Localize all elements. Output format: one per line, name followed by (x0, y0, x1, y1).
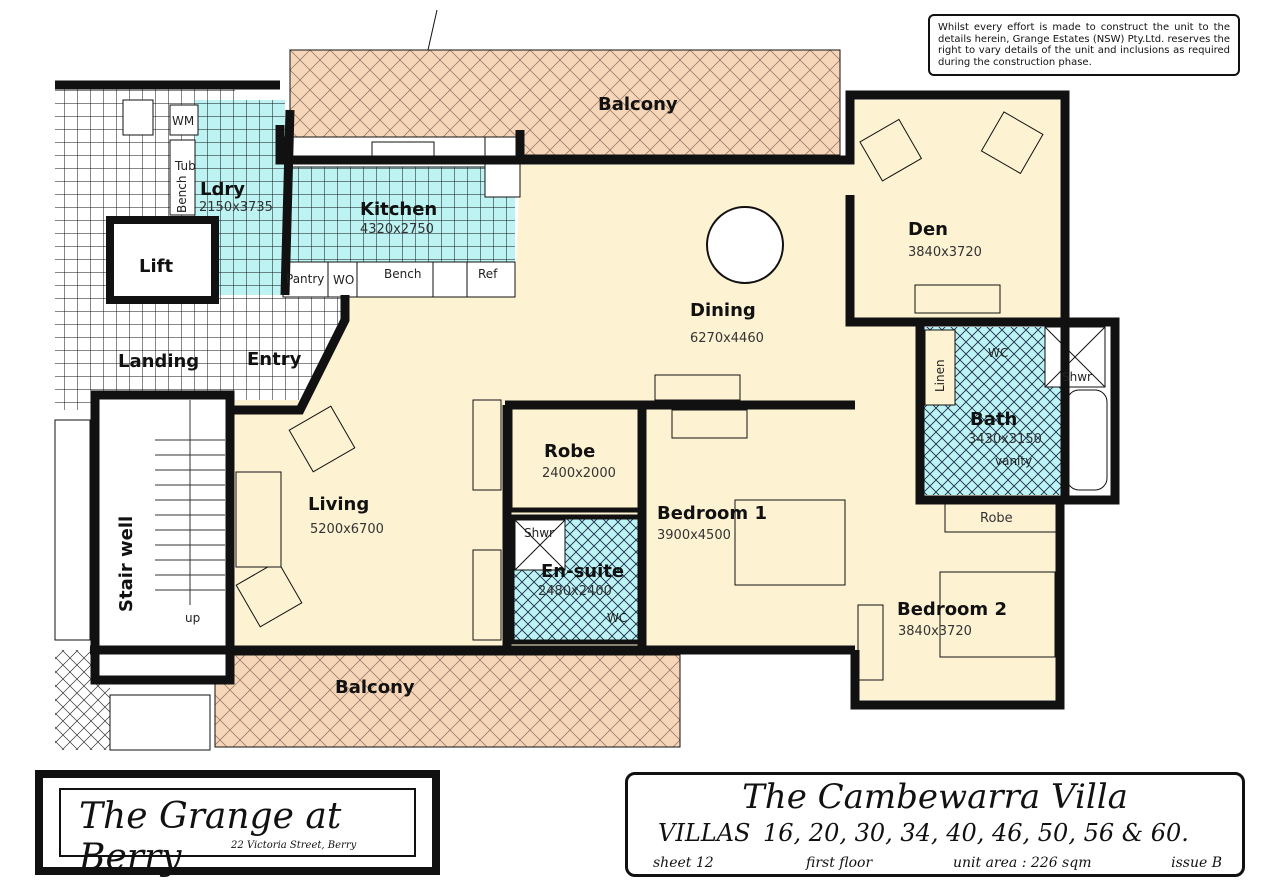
bedroom1-label: Bedroom 1 (657, 503, 767, 524)
robe2-label: Robe (980, 511, 1013, 526)
wall (230, 295, 350, 415)
bathtub (1066, 389, 1108, 491)
lift (106, 216, 219, 304)
landing-label: Landing (118, 351, 199, 372)
bath-shwr-label: Shwr (1062, 370, 1092, 384)
bed-1 (734, 499, 846, 586)
lift-label: Lift (139, 256, 173, 277)
ldry-bench-label: Bench (175, 176, 189, 213)
issue: issue B (1171, 855, 1222, 871)
wall (275, 125, 525, 165)
pantry-label: Pantry (286, 272, 324, 286)
bed-2 (939, 571, 1056, 658)
kitchen-bench-bottom (282, 261, 516, 298)
ldry-dims: 2150x3735 (199, 200, 273, 215)
bath-dims: 3430x3150 (968, 432, 1042, 447)
stairwell (90, 390, 235, 685)
dining-table (706, 206, 784, 284)
ensuite-shwr-label: Shwr (524, 526, 554, 540)
stairwell-label: Stair well (116, 516, 137, 612)
disclaimer: Whilst every effort is made to construct… (928, 14, 1240, 76)
balcony-bottom-label: Balcony (335, 677, 415, 698)
logo-title: The Grange at Berry (79, 796, 342, 878)
dining-label: Dining (690, 300, 756, 321)
sheet-number: sheet 12 (653, 855, 714, 871)
den-label: Den (908, 219, 948, 240)
entry-label: Entry (247, 349, 302, 370)
bedroom1-dims: 3900x4500 (657, 528, 731, 543)
tub-label: Tub (174, 159, 196, 173)
ensuite-wc-label: WC (607, 611, 627, 625)
ref-label: Ref (478, 267, 498, 281)
robe1-label: Robe (544, 441, 595, 462)
kitchen-bench-label: Bench (384, 267, 421, 281)
logo-address: 22 Victoria Street, Berry (231, 840, 357, 851)
robe1-dims: 2400x2000 (542, 466, 616, 481)
den-dims: 3840x3720 (908, 245, 982, 260)
wall (850, 500, 1065, 710)
title-block: The Cambewarra Villa VILLAS 16, 20, 30, … (625, 772, 1245, 877)
balcony-top-label: Balcony (598, 94, 678, 115)
dining-dims: 6270x4460 (690, 331, 764, 346)
kitchen-dims: 4320x2750 (360, 222, 434, 237)
chair (980, 111, 1044, 175)
wo-label: WO (333, 273, 354, 287)
vanity-label: vanity (995, 454, 1032, 468)
linen-label: Linen (933, 359, 947, 392)
robe2 (944, 499, 1061, 533)
wall (915, 317, 1120, 505)
wall (280, 109, 295, 296)
chair (859, 118, 923, 182)
bedroom2-label: Bedroom 2 (897, 599, 1007, 620)
linen (924, 329, 956, 406)
balcony-bottom (214, 654, 681, 748)
villa-title: The Cambewarra Villa (742, 777, 1128, 817)
kitchen-label: Kitchen (360, 199, 437, 220)
stairs-up-label: up (185, 611, 200, 625)
living-label: Living (308, 494, 369, 515)
wall (845, 195, 1065, 327)
ldry-label: Ldry (200, 179, 245, 200)
wm-label: WM (172, 114, 194, 128)
living-dims: 5200x6700 (310, 522, 384, 537)
villas-label: VILLAS (658, 819, 751, 847)
villas-list: 16, 20, 30, 34, 40, 46, 50, 56 & 60. (763, 819, 1189, 847)
bath-wc-label: WC (988, 346, 1008, 360)
floor-level: first floor (806, 855, 873, 871)
bath-label: Bath (970, 409, 1017, 430)
ensuite-label: En-suite (541, 561, 624, 582)
bedroom2-dims: 3840x3720 (898, 624, 972, 639)
wall (520, 90, 1070, 320)
ensuite-dims: 2480x2400 (538, 584, 612, 599)
unit-area: unit area : 226 sqm (953, 855, 1092, 871)
logo-box: The Grange at Berry 22 Victoria Street, … (35, 770, 440, 878)
